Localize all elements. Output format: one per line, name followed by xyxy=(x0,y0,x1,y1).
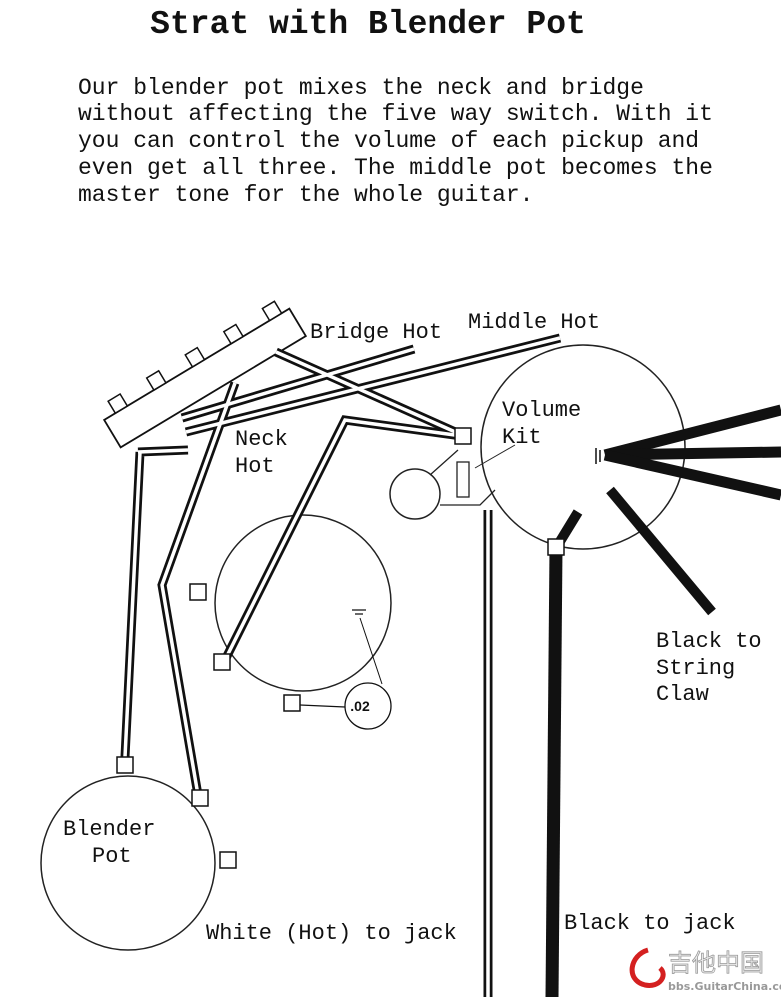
diagram-title: Strat with Blender Pot xyxy=(150,6,586,43)
white-wires xyxy=(120,333,562,997)
label-middle-hot: Middle Hot xyxy=(468,310,600,335)
tone-pot xyxy=(214,514,392,692)
five-way-switch xyxy=(102,300,308,449)
label-bridge-hot: Bridge Hot xyxy=(310,320,442,345)
volume-kit-pointer xyxy=(474,444,516,469)
label-black-to-jack: Black to jack xyxy=(564,911,736,936)
blender-pot xyxy=(40,775,216,951)
description-line: without affecting the five way switch. W… xyxy=(78,101,713,127)
volume-lug xyxy=(454,427,472,445)
volume-kit-resistor xyxy=(456,461,470,498)
label-white-to-jack: White (Hot) to jack xyxy=(206,921,457,946)
label-black-to-claw: Claw xyxy=(656,682,709,707)
description-line: Our blender pot mixes the neck and bridg… xyxy=(78,75,644,101)
label-neck-hot: Neck xyxy=(235,427,288,452)
description-line: you can control the volume of each picku… xyxy=(78,128,699,154)
label-blender-pot: Pot xyxy=(92,844,132,869)
blender-lug xyxy=(191,789,209,807)
label-black-to-claw: String xyxy=(656,656,735,681)
capacitor: .02 xyxy=(299,609,392,730)
watermark-logo: 吉他中国 bbs.GuitarChina.com xyxy=(629,947,781,993)
watermark-site: bbs.GuitarChina.com xyxy=(668,980,781,993)
black-wires xyxy=(545,404,781,997)
tone-lug xyxy=(189,583,207,601)
volume-kit-cap xyxy=(389,468,441,520)
description: Our blender pot mixes the neck and bridg… xyxy=(78,75,713,208)
capacitor-value: .02 xyxy=(350,698,370,714)
volume-lug-ground xyxy=(547,538,565,556)
label-black-to-claw: Black to xyxy=(656,629,762,654)
tone-lug xyxy=(283,694,301,712)
description-line: master tone for the whole guitar. xyxy=(78,182,533,208)
description-line: even get all three. The middle pot becom… xyxy=(78,155,713,181)
volume-pot xyxy=(480,344,686,550)
label-neck-hot: Hot xyxy=(235,454,275,479)
blender-lug xyxy=(219,851,237,869)
tone-lug xyxy=(213,653,231,671)
watermark-cn: 吉他中国 xyxy=(668,949,764,977)
blender-lug xyxy=(116,756,134,774)
label-volume-kit: Kit xyxy=(502,425,542,450)
label-blender-pot: Blender xyxy=(63,817,155,842)
label-volume-kit: Volume xyxy=(502,398,581,423)
